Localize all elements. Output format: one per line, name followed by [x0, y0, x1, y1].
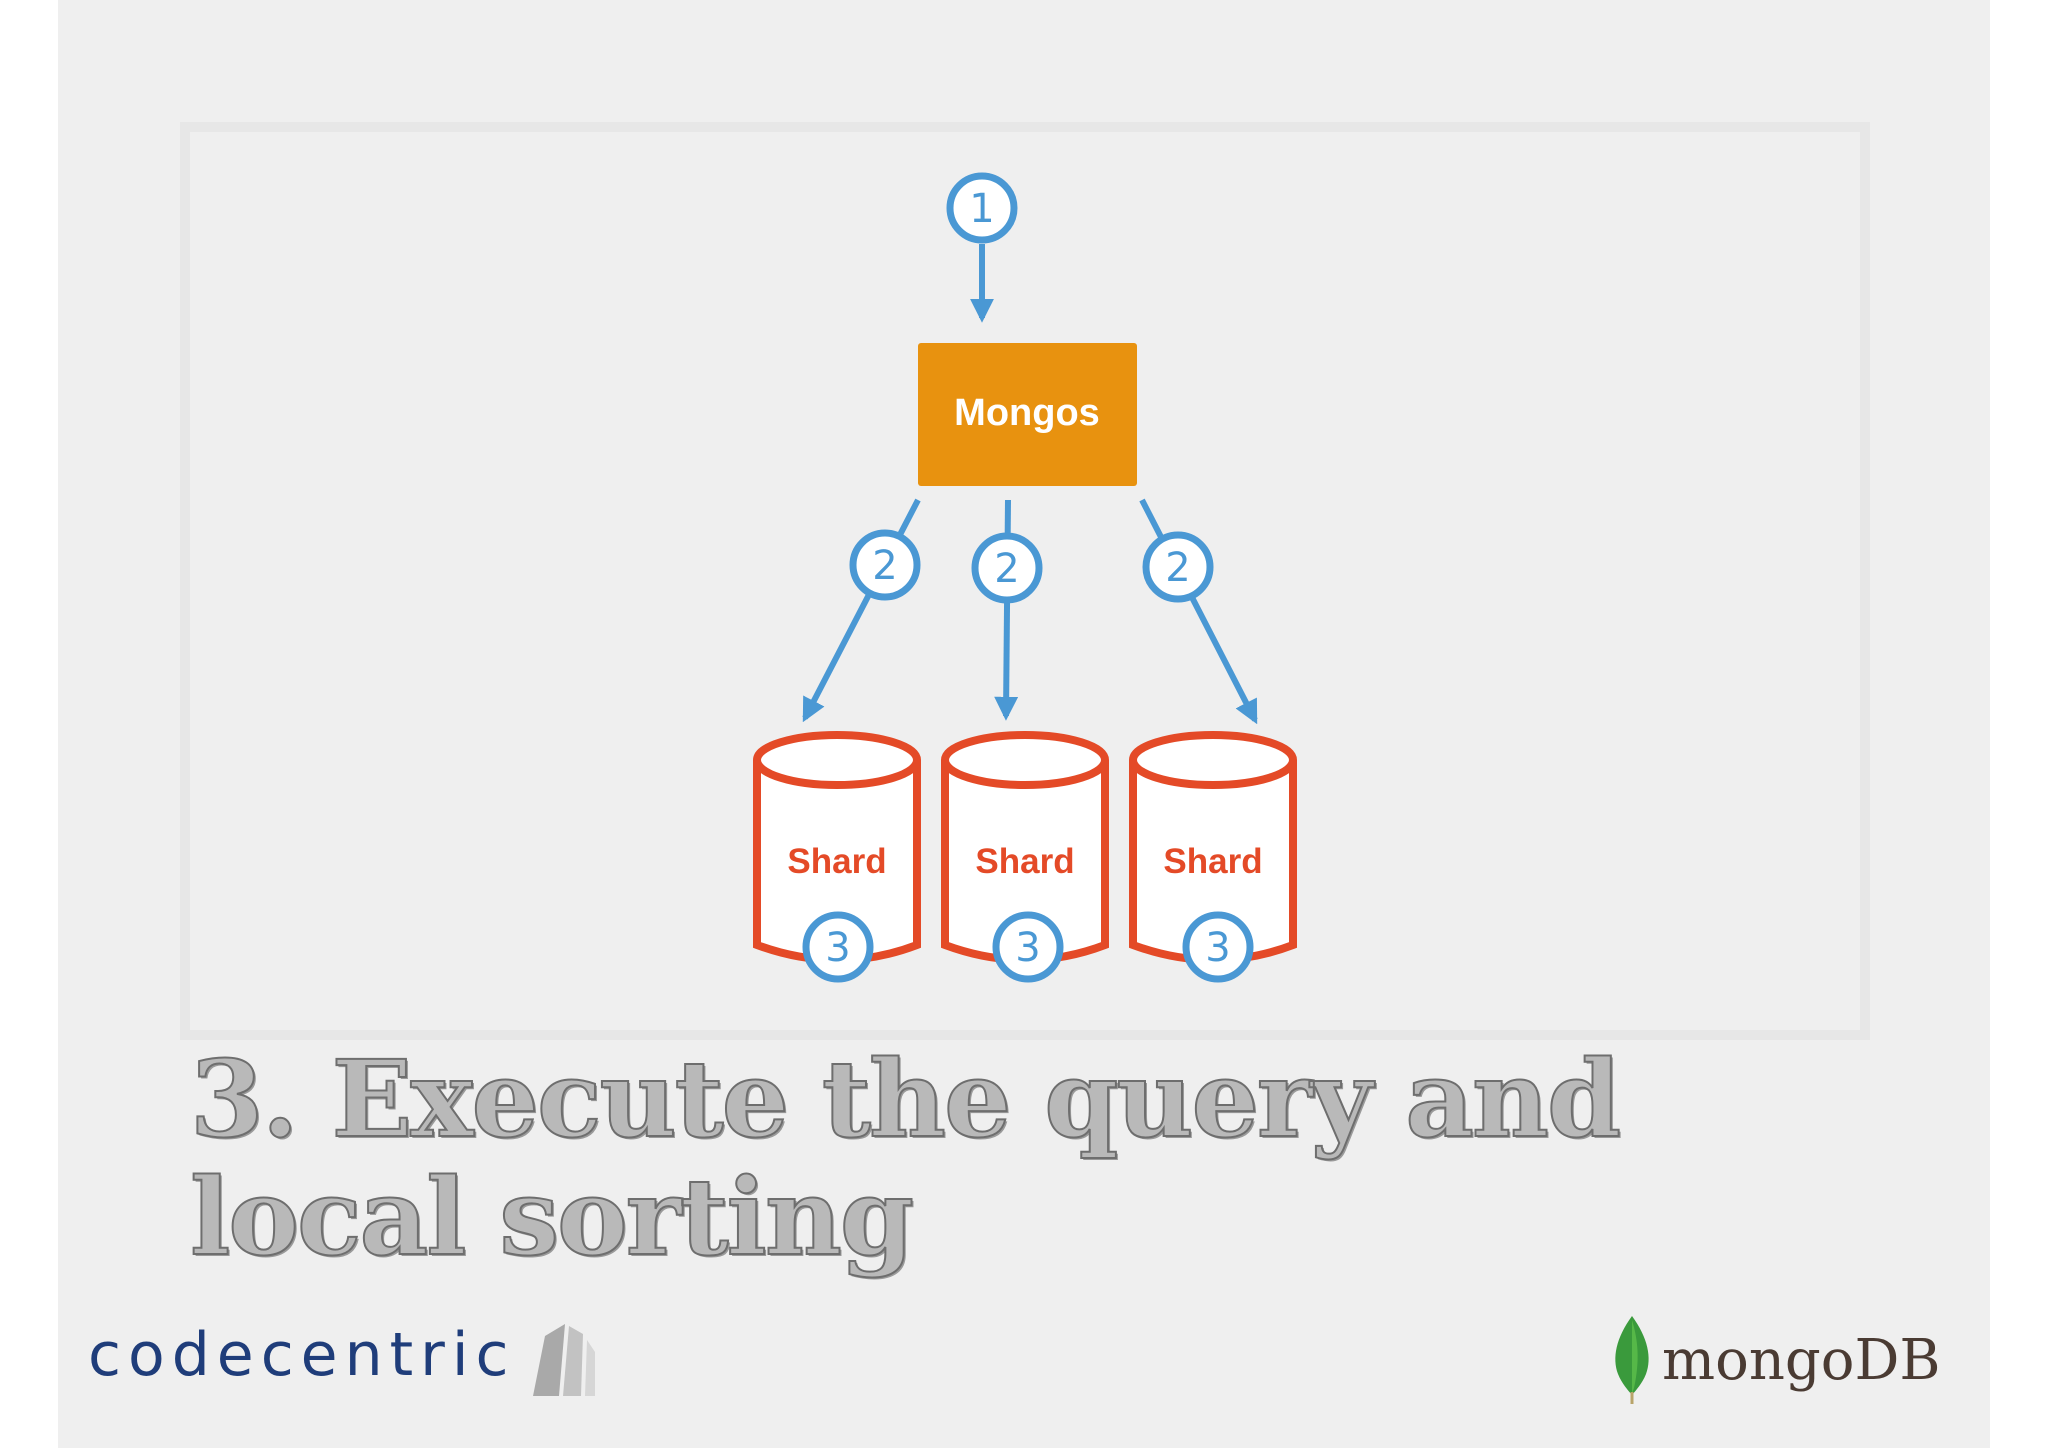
mongodb-wordmark: mongoDB — [1662, 1327, 1941, 1393]
mongos-label: Mongos — [954, 392, 1100, 434]
arrow-to-shard-left — [802, 498, 921, 723]
shard-middle: Shard 3 — [941, 731, 1109, 983]
step-2-circle-right: 2 — [1142, 531, 1214, 603]
step-3-label: 3 — [1205, 925, 1230, 971]
arrow-to-shard-right — [1139, 498, 1258, 725]
step-3-label: 3 — [1015, 925, 1040, 971]
step-1-circle: 1 — [946, 172, 1018, 244]
codecentric-wordmark: codecentric — [88, 1320, 516, 1390]
mongos-node: Mongos — [918, 343, 1137, 486]
codecentric-logo: codecentric — [88, 1300, 597, 1410]
step-2-circle-left: 2 — [849, 529, 921, 601]
step-2-circle-middle: 2 — [971, 532, 1043, 604]
slide-heading: 3. Execute the query and local sorting — [189, 1036, 1622, 1279]
step-2-label: 2 — [1165, 545, 1190, 591]
codecentric-mark-icon — [533, 1324, 596, 1396]
step-1-label: 1 — [969, 186, 994, 232]
step-3-label: 3 — [825, 925, 850, 971]
shard-label: Shard — [1163, 842, 1262, 881]
shard-right: Shard 3 — [1129, 731, 1297, 983]
step-2-label: 2 — [872, 543, 897, 589]
step-2-label: 2 — [994, 546, 1019, 592]
slide-background — [58, 0, 1990, 1448]
shard-left: Shard 3 — [753, 731, 921, 983]
mongodb-leaf-icon — [1615, 1316, 1649, 1404]
shard-label: Shard — [787, 842, 886, 881]
shard-label: Shard — [975, 842, 1074, 881]
diagram-frame — [180, 122, 1870, 1040]
mongodb-logo: mongoDB — [1610, 1300, 1941, 1420]
arrow-to-shard-middle — [994, 499, 1019, 721]
